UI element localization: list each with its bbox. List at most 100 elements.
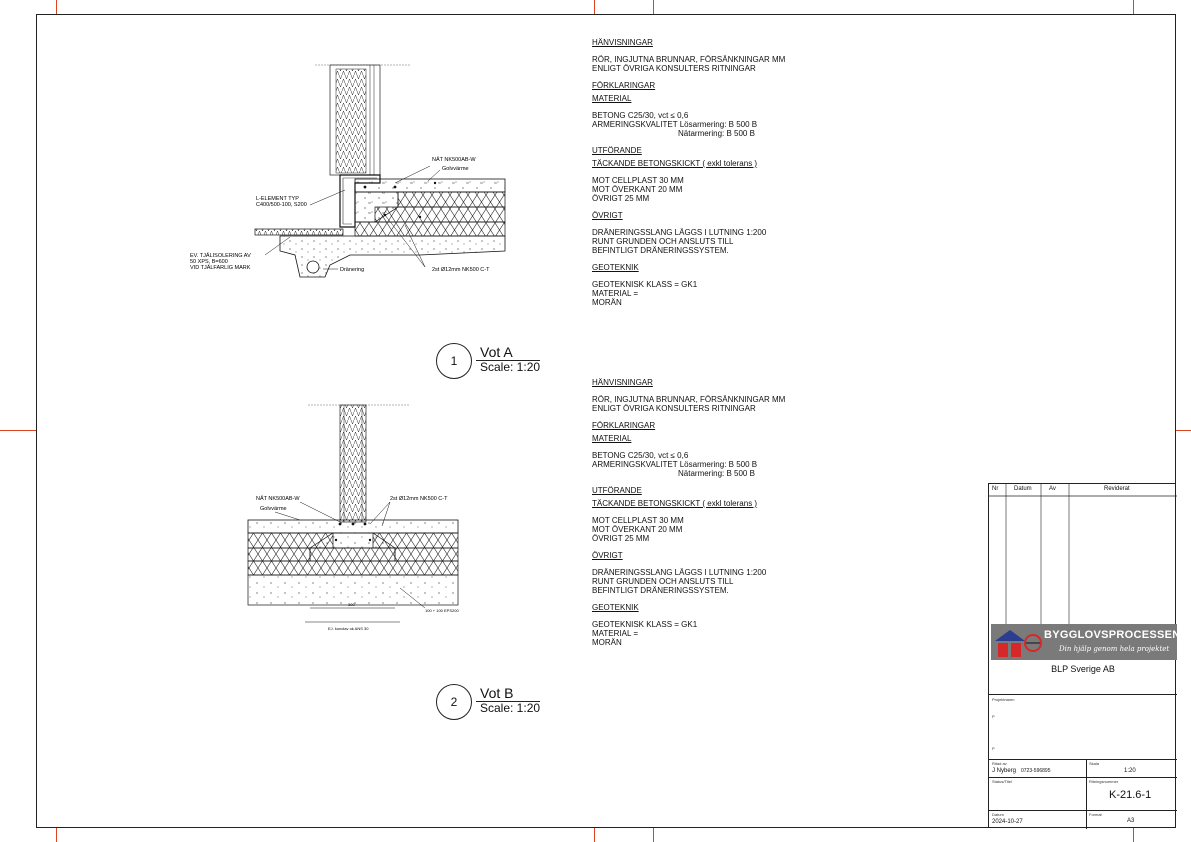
notes-heading-ovrigt: ÖVRIGT	[592, 211, 623, 220]
detail-a-number-circle: 1	[436, 343, 472, 379]
company-logo: BYGGLOVSPROCESSEN Din hjälp genom hela p…	[991, 624, 1180, 660]
detail-a-label-tjal-xps: 50 XPS, B=600	[190, 259, 228, 265]
tb-label-ritad: Ritad av	[992, 761, 1007, 766]
detail-b-label-nat: NÄT NK500AB-W	[256, 495, 300, 502]
detail-b-number-circle: 2	[436, 684, 472, 720]
detail-b-underline	[476, 701, 540, 702]
notes-heading-tackande: TÄCKANDE BETONGSKICKT ( exkl tolerans )	[592, 159, 758, 168]
tb-divider	[989, 777, 1177, 778]
notes-text: DRÄNERINGSSLANG LÄGGS I LUTNING 1:200	[592, 228, 767, 237]
notes-text: BETONG C25/30, vct ≤ 0,6	[592, 451, 689, 460]
detail-b-section: NÄT NK500AB-W Golvvärme 2st Ø12mm NK500 …	[247, 404, 459, 631]
notes-heading-geoteknik: GEOTEKNIK	[592, 603, 639, 612]
frame-tick	[653, 828, 654, 842]
company-name: BLP Sverige AB	[1051, 664, 1115, 674]
detail-b-label-golv: Golvvärme	[260, 506, 287, 512]
frame-tick	[56, 828, 57, 842]
detail-a-label-dranering: Dränering	[340, 267, 364, 273]
notes-text: RÖR, INGJUTNA BRUNNAR, FÖRSÄNKNINGAR MM	[592, 55, 786, 64]
notes-text: RÖR, INGJUTNA BRUNNAR, FÖRSÄNKNINGAR MM	[592, 395, 786, 404]
frame-tick	[594, 828, 595, 842]
notes-text: MATERIAL =	[592, 289, 639, 298]
notes-heading-forklaringar: FÖRKLARINGAR	[592, 81, 656, 90]
logo-tagline: Din hjälp genom hela projektet	[1059, 645, 1170, 653]
frame-tick	[653, 0, 654, 14]
notes-text: GEOTEKNISK KLASS = GK1	[592, 280, 698, 289]
notes-heading-utforande: UTFÖRANDE	[592, 146, 642, 155]
detail-a-label-rebar: 2st Ø12mm NK500 C-T	[432, 267, 490, 273]
notes-text: ENLIGT ÖVRIGA KONSULTERS RITNINGAR	[592, 64, 756, 73]
tb-drawn-by: J Nyberg	[992, 768, 1017, 774]
notes-heading-geoteknik: GEOTEKNIK	[592, 263, 639, 272]
tb-label-format: Format	[1089, 812, 1102, 817]
detail-b-label-dim: 300	[348, 602, 355, 607]
title-block: Nr Datum Av Reviderat BYGGLOVSPROCESSEN …	[988, 483, 1180, 829]
tb-scale: 1:20	[1124, 768, 1136, 774]
notes-text: MORÄN	[592, 298, 622, 307]
notes-text: Nätarmering: B 500 B	[678, 129, 755, 138]
rev-header-nr: Nr	[992, 486, 999, 492]
notes-text: ENLIGT ÖVRIGA KONSULTERS RITNINGAR	[592, 404, 756, 413]
house-logo-icon	[995, 630, 1042, 657]
notes-text: ARMERINGSKVALITET Lösarmering: B 500 B	[592, 460, 758, 469]
detail-a-label-golv: Golvvärme	[442, 166, 469, 172]
detail-a-number: 1	[450, 354, 458, 368]
detail-a-scale: Scale: 1:20	[480, 360, 541, 374]
notes-text: MOT ÖVERKANT 20 MM	[592, 185, 683, 194]
notes-text: MORÄN	[592, 638, 622, 647]
notes-heading-forklaringar: FÖRKLARINGAR	[592, 421, 656, 430]
tb-divider	[989, 810, 1177, 811]
frame-tick	[1133, 828, 1134, 842]
detail-a-underline	[476, 360, 540, 361]
detail-b-label-rebar: 2st Ø12mm NK500 C-T	[390, 496, 448, 502]
detail-a-label-nat: NÄT NK500AB-W	[432, 156, 476, 163]
detail-b-title: Vot B	[480, 685, 514, 701]
notes-heading-hanvisningar: HÄNVISNINGAR	[592, 378, 653, 387]
notes-text: ÖVRIGT 25 MM	[592, 194, 650, 203]
notes-text: ÖVRIGT 25 MM	[592, 534, 650, 543]
revision-table-grid	[989, 484, 1177, 624]
tb-divider	[989, 694, 1177, 695]
detail-b-label-eps: 100 + 100 EPS200	[425, 608, 459, 613]
rev-header-datum: Datum	[1014, 486, 1032, 492]
detail-a-section: NÄT NK500AB-W Golvvärme L-ELEMENT TYP C4…	[190, 64, 506, 278]
frame-tick	[56, 0, 57, 14]
notes-heading-utforande: UTFÖRANDE	[592, 486, 642, 495]
tb-label-projekt: Projektnamn	[992, 697, 1015, 702]
tb-label-status: Status/Titel	[992, 779, 1012, 784]
notes-text: MOT CELLPLAST 30 MM	[592, 176, 684, 185]
detail-b-scale: Scale: 1:20	[480, 701, 541, 715]
notes-text: BEFINTLIGT DRÄNERINGSSYSTEM.	[592, 586, 729, 595]
detail-a-label-lelement: L-ELEMENT TYP	[256, 196, 299, 202]
detail-a-label-tjal: EV. TJÄLISOLERING AV	[190, 252, 251, 259]
notes-heading-material: MATERIAL	[592, 434, 632, 443]
notes-text: GEOTEKNISK KLASS = GK1	[592, 620, 698, 629]
tb-phone: 0723-596895	[1021, 768, 1051, 774]
tb-divider	[989, 759, 1177, 760]
rev-header-reviderat: Reviderat	[1104, 486, 1130, 492]
notes-text: ARMERINGSKVALITET Lösarmering: B 500 B	[592, 120, 758, 129]
detail-b-number: 2	[450, 695, 458, 709]
notes-text: BETONG C25/30, vct ≤ 0,6	[592, 111, 689, 120]
tb-date: 2024-10-27	[992, 819, 1023, 825]
notes-heading-tackande: TÄCKANDE BETONGSKICKT ( exkl tolerans )	[592, 499, 758, 508]
tb-label-skala: Skala	[1089, 761, 1100, 766]
notes-heading-hanvisningar: HÄNVISNINGAR	[592, 38, 653, 47]
tb-drawing-number: K-21.6-1	[1109, 789, 1152, 801]
rev-header-av: Av	[1049, 486, 1056, 492]
tb-label-p2: P	[992, 746, 995, 751]
notes-text: MATERIAL =	[592, 629, 639, 638]
frame-tick	[1133, 0, 1134, 14]
frame-tick	[0, 430, 36, 431]
notes-text: RUNT GRUNDEN OCH ANSLUTS TILL	[592, 237, 734, 246]
notes-text: DRÄNERINGSSLANG LÄGGS I LUTNING 1:200	[592, 568, 767, 577]
notes-text: Nätarmering: B 500 B	[678, 469, 755, 478]
notes-text: MOT CELLPLAST 30 MM	[592, 516, 684, 525]
notes-heading-ovrigt: ÖVRIGT	[592, 551, 623, 560]
notes-text: BEFINTLIGT DRÄNERINGSSYSTEM.	[592, 246, 729, 255]
frame-tick	[1176, 430, 1191, 431]
tb-vline	[1086, 759, 1087, 829]
detail-a-label-lelement-type: C400/500-100, S200	[256, 202, 307, 208]
tb-label-ritningsnr: Ritningsnummer	[1089, 779, 1119, 784]
notes-block-a: HÄNVISNINGAR RÖR, INGJUTNA BRUNNAR, FÖRS…	[592, 38, 785, 307]
